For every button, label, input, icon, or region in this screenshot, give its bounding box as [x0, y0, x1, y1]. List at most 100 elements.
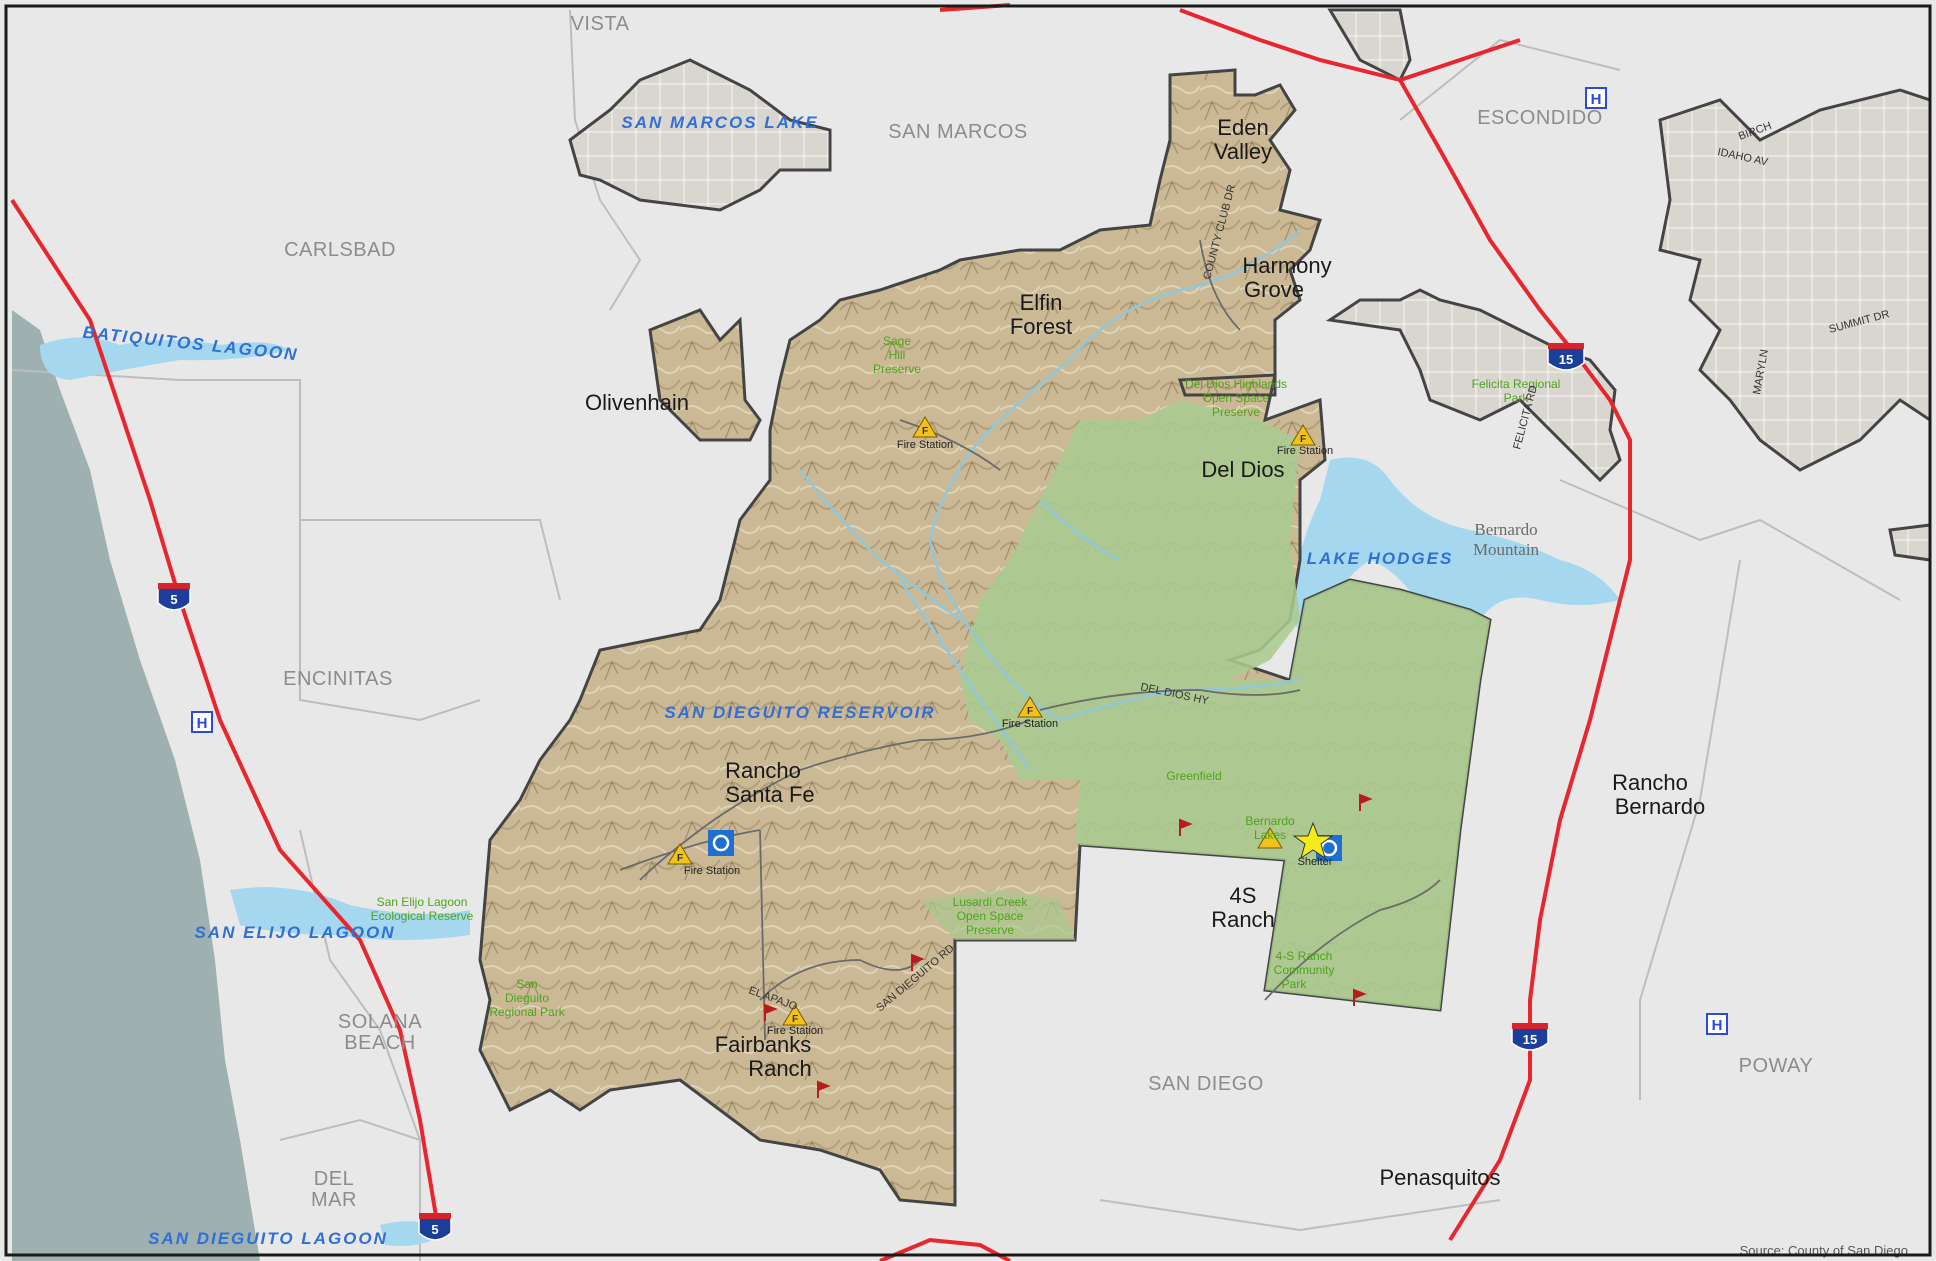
- school-flag-icon: [764, 793, 1373, 1098]
- place-olivenhain: Olivenhain: [585, 390, 689, 415]
- place-4s-ranch-1: 4S: [1230, 883, 1257, 908]
- local-roads: [619, 239, 1441, 1041]
- park-san-dieguito-regional-1: San: [516, 977, 537, 991]
- highway-number: 15: [1523, 1032, 1537, 1047]
- water-label-san-dieguito-reservoir: SAN DIEGUITO RESERVOIR: [664, 703, 935, 722]
- fire-station-icon[interactable]: F Fire Station: [897, 416, 953, 451]
- hospital-icon[interactable]: H: [1585, 87, 1607, 109]
- park-sage-hill-3: Preserve: [873, 362, 921, 376]
- svg-text:H: H: [1591, 91, 1602, 108]
- svg-text:F: F: [677, 853, 683, 864]
- city-boundaries: [11, 9, 1901, 1261]
- fire-station-icon[interactable]: [1257, 827, 1283, 849]
- fire-station-label: Fire Station: [684, 865, 740, 877]
- city-label-escondido: ESCONDIDO: [1477, 107, 1603, 129]
- state-route-78: [1179, 8, 1521, 83]
- olivenhain-area: [648, 308, 762, 442]
- place-4s-ranch-2: Ranch: [1211, 907, 1275, 932]
- place-bernardo-mountain-1: Bernardo: [1474, 520, 1537, 539]
- interstate-5-route: [10, 198, 442, 1241]
- water-label-san-dieguito-lagoon: SAN DIEGUITO LAGOON: [148, 1229, 388, 1248]
- place-elfin-forest-2: Forest: [1010, 314, 1072, 339]
- park-4s-ranch-community-1: 4-S Ranch: [1276, 949, 1333, 963]
- place-harmony-grove-1: Harmony: [1242, 253, 1331, 278]
- place-rancho-santa-fe-1: Rancho: [725, 758, 801, 783]
- city-label-poway: POWAY: [1739, 1055, 1814, 1077]
- open-space-green-east: [960, 400, 1490, 1010]
- fire-station-icon[interactable]: F Fire Station: [1002, 696, 1058, 730]
- svg-text:F: F: [792, 1014, 798, 1025]
- place-rancho-bernardo-2: Bernardo: [1615, 794, 1706, 819]
- park-del-dios-highlands-2: Open Space: [1203, 391, 1270, 405]
- place-eden-valley-2: Valley: [1214, 139, 1272, 164]
- place-fairbanks-ranch-1: Fairbanks: [715, 1032, 812, 1057]
- city-label-san-diego: SAN DIEGO: [1148, 1073, 1264, 1095]
- san-marcos-urban-area: [568, 58, 832, 212]
- park-san-elijo-eco-1: San Elijo Lagoon: [377, 895, 468, 909]
- park-san-elijo-eco-2: Ecological Reserve: [371, 909, 474, 923]
- city-label-del-mar-2: MAR: [311, 1189, 357, 1211]
- evacuation-star-icon[interactable]: [1292, 821, 1334, 860]
- svg-text:F: F: [1300, 434, 1306, 445]
- fire-station-icon[interactable]: F Fire Station: [767, 1004, 823, 1037]
- park-del-dios-highlands-1: Del Dios Highlands: [1185, 377, 1287, 391]
- highway-shield-i15-south: 15: [1511, 1023, 1549, 1051]
- park-san-dieguito-regional-2: Dieguito: [505, 991, 549, 1005]
- svg-text:H: H: [197, 715, 208, 732]
- pacific-ocean: [12, 310, 260, 1261]
- park-lusardi-creek-2: Open Space: [957, 909, 1024, 923]
- highway-number: 15: [1559, 352, 1573, 367]
- hospital-icon[interactable]: H: [191, 711, 213, 733]
- svg-text:H: H: [1712, 1017, 1723, 1034]
- park-lusardi-creek-1: Lusardi Creek: [953, 895, 1029, 909]
- highway-number: 5: [170, 592, 177, 607]
- highway-shield-i5-south: 5: [418, 1213, 452, 1241]
- north-urban-strip: [1327, 8, 1412, 83]
- park-felicita-2: Park: [1504, 391, 1530, 405]
- city-label-solana-beach-1: SOLANA: [338, 1011, 422, 1033]
- south-highway: [879, 1237, 1011, 1261]
- park-felicita-1: Felicita Regional: [1472, 377, 1561, 391]
- felicita-urban-area: [1325, 288, 1622, 483]
- escondido-urban-area: [1658, 88, 1932, 472]
- city-label-encinitas: ENCINITAS: [283, 668, 393, 690]
- highway-shield-i15-north: 15: [1547, 343, 1585, 371]
- open-space-green-south: [920, 890, 1075, 940]
- fire-station-icon[interactable]: F Fire Station: [667, 843, 740, 877]
- map-frame: [4, 4, 1932, 1257]
- fire-station-label: Fire Station: [1277, 445, 1333, 457]
- water-label-san-elijo-lagoon: SAN ELIJO LAGOON: [194, 923, 395, 942]
- svg-text:F: F: [922, 426, 928, 437]
- shelter-icon[interactable]: [708, 830, 734, 856]
- park-sage-hill-2: Hill: [889, 348, 906, 362]
- water-label-san-marcos-lake: SAN MARCOS LAKE: [621, 113, 818, 132]
- place-penasquitos: Penasquitos: [1379, 1165, 1500, 1190]
- place-elfin-forest-1: Elfin: [1020, 290, 1063, 315]
- fire-station-label: Fire Station: [767, 1025, 823, 1037]
- east-edge-urban: [1888, 523, 1932, 562]
- place-rancho-bernardo-1: Rancho: [1612, 770, 1688, 795]
- place-bernardo-mountain-2: Mountain: [1473, 540, 1540, 559]
- park-san-dieguito-regional-3: Regional Park: [489, 1005, 565, 1019]
- park-4s-ranch-community-2: Community: [1274, 963, 1335, 977]
- fire-station-icon[interactable]: F Fire Station: [1277, 424, 1333, 457]
- svg-text:F: F: [1027, 706, 1033, 717]
- shelter-label: Shelter: [1298, 856, 1333, 868]
- park-sage-hill-1: Sage: [883, 334, 911, 348]
- city-label-carlsbad: CARLSBAD: [284, 239, 396, 261]
- hospital-icon[interactable]: H: [1706, 1013, 1728, 1035]
- place-del-dios: Del Dios: [1201, 457, 1284, 482]
- san-elijo-lagoon: [230, 887, 470, 940]
- city-label-del-mar-1: DEL: [314, 1168, 354, 1190]
- park-4s-ranch-community-3: Park: [1282, 977, 1308, 991]
- city-label-san-marcos: SAN MARCOS: [888, 121, 1027, 143]
- park-del-dios-highlands-3: Preserve: [1212, 405, 1260, 419]
- highway-number: 5: [431, 1222, 438, 1237]
- place-eden-valley-1: Eden: [1217, 115, 1268, 140]
- fire-station-label: Fire Station: [1002, 718, 1058, 730]
- water-label-lake-hodges: LAKE HODGES: [1307, 549, 1454, 568]
- place-rancho-santa-fe-2: Santa Fe: [725, 782, 814, 807]
- park-bernardo-lakes-2: Lakes: [1254, 828, 1286, 842]
- place-fairbanks-ranch-2: Ranch: [748, 1056, 812, 1081]
